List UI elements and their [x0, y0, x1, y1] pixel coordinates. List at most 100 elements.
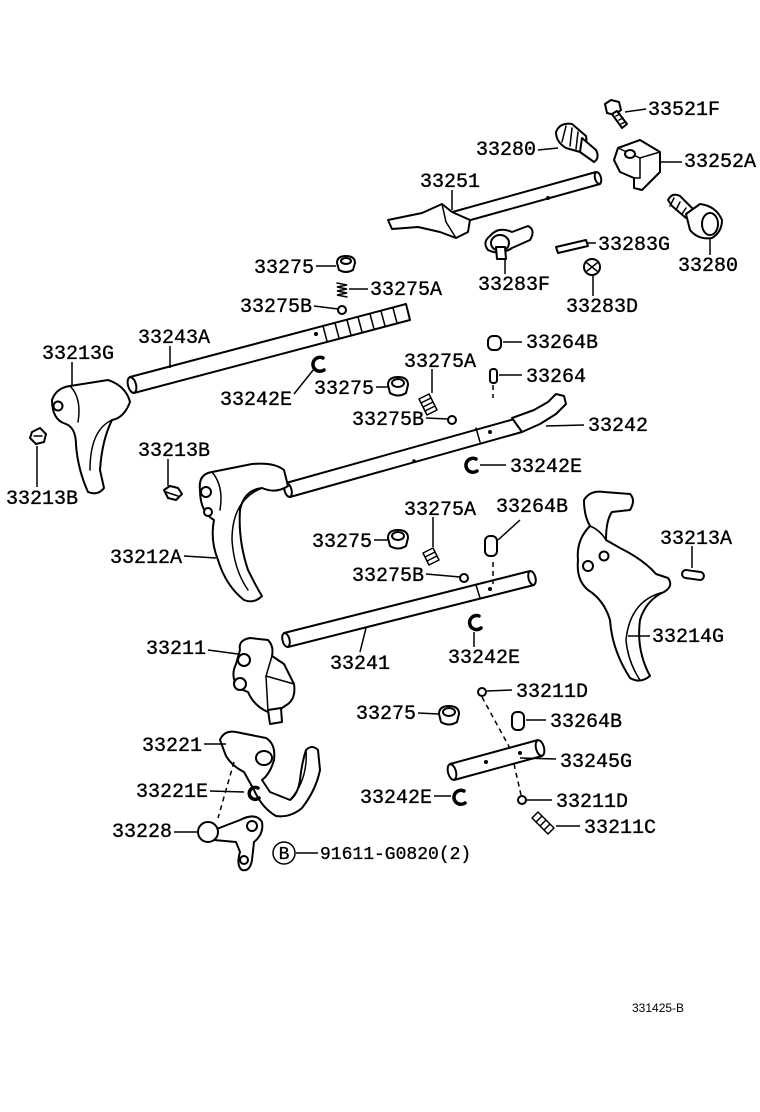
callout-33212A: 33212A	[110, 547, 182, 570]
bolt-33521F	[604, 99, 628, 129]
ball-33211D-b	[517, 795, 527, 805]
callout-33275-c: 33275	[312, 531, 372, 554]
callout-33213G: 33213G	[42, 343, 114, 366]
leader-line	[537, 147, 559, 151]
callout-33275B-c: 33275B	[352, 565, 424, 588]
shift-fork-33212A	[198, 462, 289, 603]
screw-33213B-center	[163, 485, 183, 501]
figure-id: 331425-B	[632, 1001, 684, 1015]
leader-line	[207, 649, 239, 655]
shift-fork-33214G	[576, 490, 672, 682]
callout-33275A-a: 33275A	[370, 279, 442, 302]
callout-33275-d: 33275	[356, 703, 416, 726]
leader-line	[313, 305, 339, 310]
ball-33211D-a	[477, 687, 487, 697]
spring-33211C	[531, 811, 555, 835]
callout-33243A: 33243A	[138, 327, 210, 350]
callout-33211: 33211	[146, 638, 206, 661]
callout-33280-lower: 33280	[678, 255, 738, 278]
callout-33242E-b: 33242E	[510, 456, 582, 479]
leader-line	[519, 757, 557, 760]
spring-33275A-b	[418, 393, 438, 416]
alignment-line	[481, 696, 513, 753]
e-ring-33221E	[247, 785, 261, 802]
collar-33283F	[484, 225, 534, 260]
leader-line	[183, 555, 217, 559]
callout-33275-b: 33275	[314, 378, 374, 401]
leader-line	[417, 712, 440, 715]
plug-33280-upper	[555, 122, 599, 163]
bolt-note-part-number: 91611-G0820(2)	[320, 845, 471, 865]
callout-33241: 33241	[330, 653, 390, 676]
shift-shaft-33241	[281, 570, 537, 648]
pin-33283G	[555, 239, 589, 254]
pin-33213A	[681, 569, 705, 581]
bolt-note-badge: B	[279, 845, 290, 865]
callout-33211C: 33211C	[584, 817, 656, 840]
callout-33214G: 33214G	[652, 626, 724, 649]
screw-33213B-left	[29, 427, 47, 445]
e-ring-33242E-c	[467, 613, 483, 632]
callout-33228: 33228	[112, 821, 172, 844]
callout-33242E-a: 33242E	[220, 389, 292, 412]
callout-33275-a: 33275	[254, 257, 314, 280]
shift-shaft-33251	[387, 171, 603, 239]
plug-33275-c	[387, 529, 409, 550]
e-ring-33242E-d	[452, 788, 467, 807]
callout-33242E-d: 33242E	[360, 787, 432, 810]
shift-shaft-33242	[283, 393, 567, 498]
leader-line	[209, 790, 245, 793]
plug-33275-b	[387, 376, 409, 397]
bracket-33252A	[613, 139, 661, 191]
ball-33275B-top	[337, 305, 347, 315]
callout-33521F: 33521F	[648, 99, 720, 122]
badge-circle	[272, 841, 296, 865]
callout-33275A-c: 33275A	[404, 499, 476, 522]
shift-fork-33221	[219, 730, 321, 818]
leader-line	[359, 627, 367, 653]
shift-fork-33213G	[51, 379, 131, 495]
e-ring-33242E-a	[311, 355, 326, 374]
callout-33213B-b: 33213B	[6, 488, 78, 511]
plug-33275-top	[336, 255, 356, 273]
pin-33264B-a	[487, 335, 502, 351]
callout-33264: 33264	[526, 366, 586, 389]
callout-33283D: 33283D	[566, 296, 638, 319]
callout-labels: 33521F 33280 33252A 33251 33283G 33280 3…	[6, 99, 756, 844]
callout-33264B-a: 33264B	[526, 332, 598, 355]
leader-line	[293, 368, 315, 395]
leader-line	[425, 573, 461, 578]
callout-33280-upper: 33280	[476, 139, 536, 162]
alignment-line	[513, 763, 522, 796]
callout-33242E-c: 33242E	[448, 647, 520, 670]
callout-33251: 33251	[420, 171, 480, 194]
shift-shaft-33245G	[446, 739, 546, 781]
plug-33280-lower	[667, 193, 723, 240]
screw-33283D	[583, 258, 601, 276]
callout-33275A-b: 33275A	[404, 351, 476, 374]
callout-33252A: 33252A	[684, 151, 756, 174]
e-ring-33242E-b	[464, 456, 479, 475]
ball-33275B-c	[459, 573, 469, 583]
leader-line	[497, 519, 521, 541]
pin-33264B-b	[484, 535, 498, 557]
callout-33221: 33221	[142, 735, 202, 758]
plug-33275-d	[438, 705, 460, 726]
callout-33211D-b: 33211D	[556, 791, 628, 814]
callout-33211D-a: 33211D	[516, 681, 588, 704]
shift-head-33211	[232, 637, 296, 725]
shift-shaft-33243A	[126, 303, 411, 394]
callout-33245G: 33245G	[560, 751, 632, 774]
spring-33275A-top	[336, 282, 348, 298]
callout-33264B-c: 33264B	[550, 711, 622, 734]
alignment-line	[217, 761, 235, 819]
callout-33283F: 33283F	[478, 274, 550, 297]
leader-lines	[36, 108, 711, 854]
pin-33264	[489, 368, 498, 384]
callout-33283G: 33283G	[598, 234, 670, 257]
callout-33221E: 33221E	[136, 781, 208, 804]
callout-33275B-b: 33275B	[352, 409, 424, 432]
leader-line	[545, 424, 585, 427]
bolt-note: B 91611-G0820(2)	[272, 841, 471, 865]
